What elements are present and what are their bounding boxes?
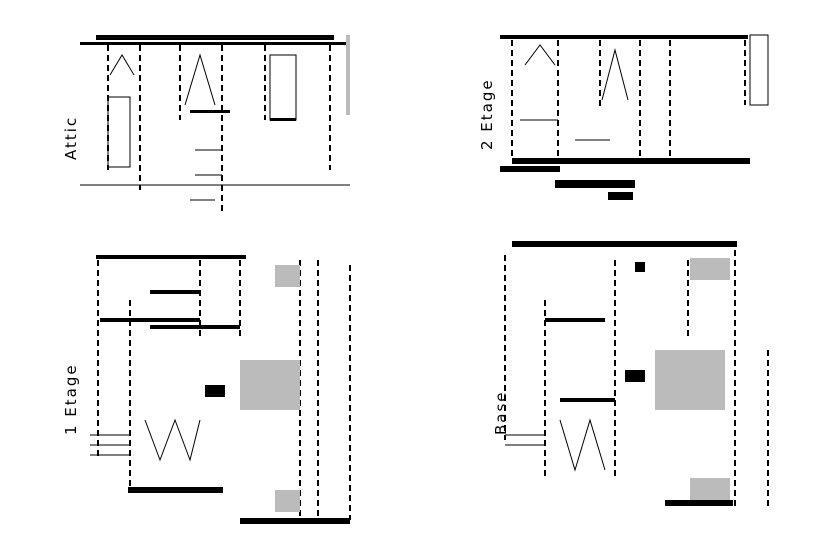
plan-1-etage (90, 255, 351, 524)
plan-2-etage (500, 34, 769, 200)
plan-attic (80, 35, 350, 215)
plan-base (504, 241, 769, 510)
